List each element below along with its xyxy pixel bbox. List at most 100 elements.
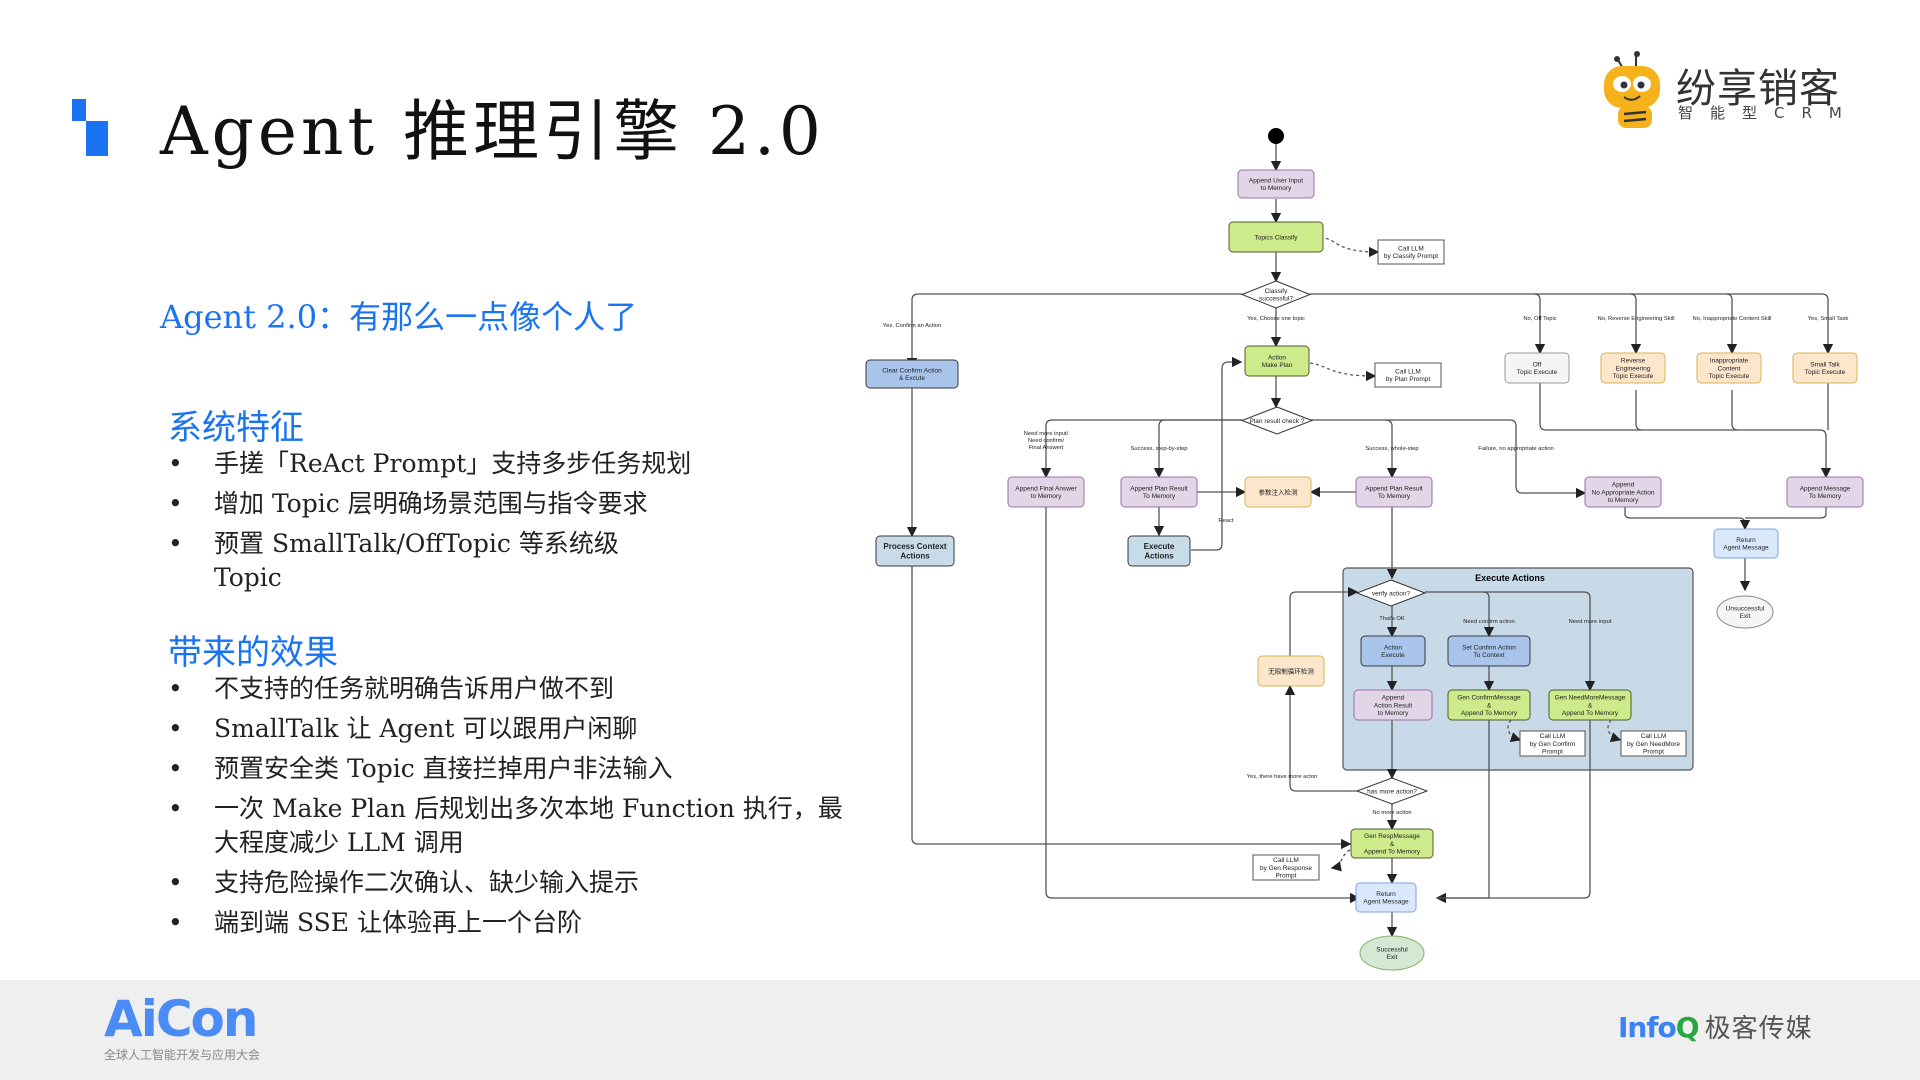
aicon-caption: 全球人工智能开发与应用大会 (104, 1048, 261, 1062)
flow-node-gen-confirm (1447, 689, 1531, 721)
flow-node-plan-check (1240, 406, 1314, 435)
flow-node-return-agent-msg-1 (1713, 528, 1779, 559)
edge-label-react: React (1218, 518, 1234, 524)
edge-label-small-task: Yes, Small Task (1808, 316, 1849, 322)
flow-node-gen-resp (1350, 828, 1434, 859)
edge-label-choose-topic: Yes, Choose one topic (1247, 316, 1305, 322)
infoq-q: Q (1675, 1011, 1700, 1044)
flow-node-reverse-eng (1600, 352, 1666, 384)
edge-label-inappropriate: No, Inappropriate Content Skill (1693, 316, 1772, 322)
flow-node-topics-classify (1228, 221, 1324, 253)
flow-node-param-injection-label: 参数注入检测 (1259, 487, 1299, 496)
infoq-text: Info (1618, 1011, 1677, 1044)
list-item: 手搓「ReAct Prompt」支持多步任务规划 (168, 447, 834, 481)
list-item: 支持危险操作二次确认、缺少输入提示 (168, 866, 834, 900)
flow-node-verify-action-label: verify action? (1372, 590, 1411, 597)
flow-node-off-topic (1504, 352, 1570, 384)
flow-node-append-no-action (1584, 476, 1662, 508)
flow-node-gen-needmore-label: Gen NeedMoreMessage&Append To Memory (1555, 694, 1626, 717)
brand-tagline: 智能型CRM (1678, 104, 1859, 122)
flow-node-classify-decision (1240, 280, 1312, 309)
page-title: Agent 推理引擎 2.0 (160, 93, 825, 170)
flow-node-append-message (1786, 476, 1864, 508)
features-list: 手搓「ReAct Prompt」支持多步任务规划 增加 Topic 层明确场景范… (168, 447, 834, 601)
flow-node-clear-confirm (865, 359, 959, 389)
flow-node-plan-check-label: Plan result check ? (1250, 418, 1305, 425)
edge-label-thats-ok: That's OK (1379, 616, 1405, 622)
flow-node-gen-needmore (1548, 689, 1632, 721)
edge-label-reverse-eng: No, Reverse Engineering Skill (1597, 316, 1674, 322)
flow-node-gen-confirm-label: Gen ConfirmMessage&Append To Memory (1457, 694, 1521, 717)
flow-node-call-llm-needmore (1620, 730, 1687, 757)
flow-node-call-llm-classify (1377, 239, 1445, 265)
flow-node-has-more (1355, 777, 1429, 805)
flow-node-append-plan-result-step (1120, 476, 1198, 508)
aicon-logo: AiCon (104, 990, 258, 1048)
footer-bar (0, 980, 1920, 1080)
flow-node-verify-action (1355, 579, 1427, 607)
execute-actions-group-title: Execute Actions (1475, 573, 1545, 583)
geek-media-text: 极客传媒 (1704, 1014, 1813, 1044)
edge-label-whole-step: Success, whole-step (1365, 446, 1418, 452)
edge-label-more-action: Yes, there have more acton (1247, 774, 1318, 780)
flow-node-call-llm-confirm (1519, 730, 1586, 757)
flow-node-set-confirm (1447, 635, 1531, 667)
flow-node-execute-actions (1127, 535, 1191, 567)
list-item: SmallTalk 让 Agent 可以跟用户闲聊 (168, 712, 834, 746)
edge-label-step-by-step: Success, step-by-step (1130, 446, 1187, 452)
flow-node-inappropriate (1696, 352, 1762, 384)
flow-node-append-action-result (1353, 689, 1433, 721)
list-item: 预置安全类 Topic 直接拦掉用户非法输入 (168, 752, 834, 786)
edge-label-need-more: Need more input/Need confirm/Final Answe… (1024, 431, 1069, 451)
list-item: 端到端 SSE 让体验再上一个台阶 (168, 906, 834, 940)
brand-name: 纷享销客 (1676, 66, 1840, 112)
flow-node-action-make-plan (1244, 345, 1310, 377)
flow-node-call-llm-plan (1374, 362, 1442, 388)
flow-node-append-plan-result-whole (1355, 476, 1433, 508)
list-item: 不支持的任务就明确告诉用户做不到 (168, 672, 834, 706)
effects-list: 不支持的任务就明确告诉用户做不到 SmallTalk 让 Agent 可以跟用户… (168, 672, 854, 946)
flow-node-has-more-label: has more action? (1367, 788, 1417, 795)
flow-node-topics-classify-label: Topics Classify (1255, 234, 1299, 241)
flow-node-gen-resp-label: Gen RespMessage&Append To Memory (1364, 833, 1421, 856)
section-heading-effects: 带来的效果 (168, 633, 338, 673)
list-item: 预置 SmallTalk/OffTopic 等系统级 Topic (168, 527, 684, 595)
list-item: 一次 Make Plan 后规划出多次本地 Function 执行，最大程度减少… (168, 792, 854, 860)
edge-label-off-topic: No, Off Topic (1523, 316, 1556, 322)
flow-node-return-agent-msg-2 (1355, 882, 1417, 913)
bee-mascot-icon (1604, 51, 1660, 128)
flow-node-param-injection (1244, 476, 1312, 508)
edge-label-failure: Failure, no appropriate action (1478, 446, 1553, 452)
flow-node-call-llm-resp (1252, 854, 1320, 881)
flow-node-loop-detect (1257, 655, 1325, 687)
flow-node-process-context (875, 535, 955, 567)
edge-label-no-more: No more action (1372, 810, 1411, 816)
flow-node-append-final-answer (1007, 476, 1085, 508)
flow-node-clear-confirm-label: Clear Confirm Action& Excute (882, 367, 942, 382)
flow-node-action-execute (1360, 635, 1426, 667)
title-accent-icon (72, 99, 128, 157)
